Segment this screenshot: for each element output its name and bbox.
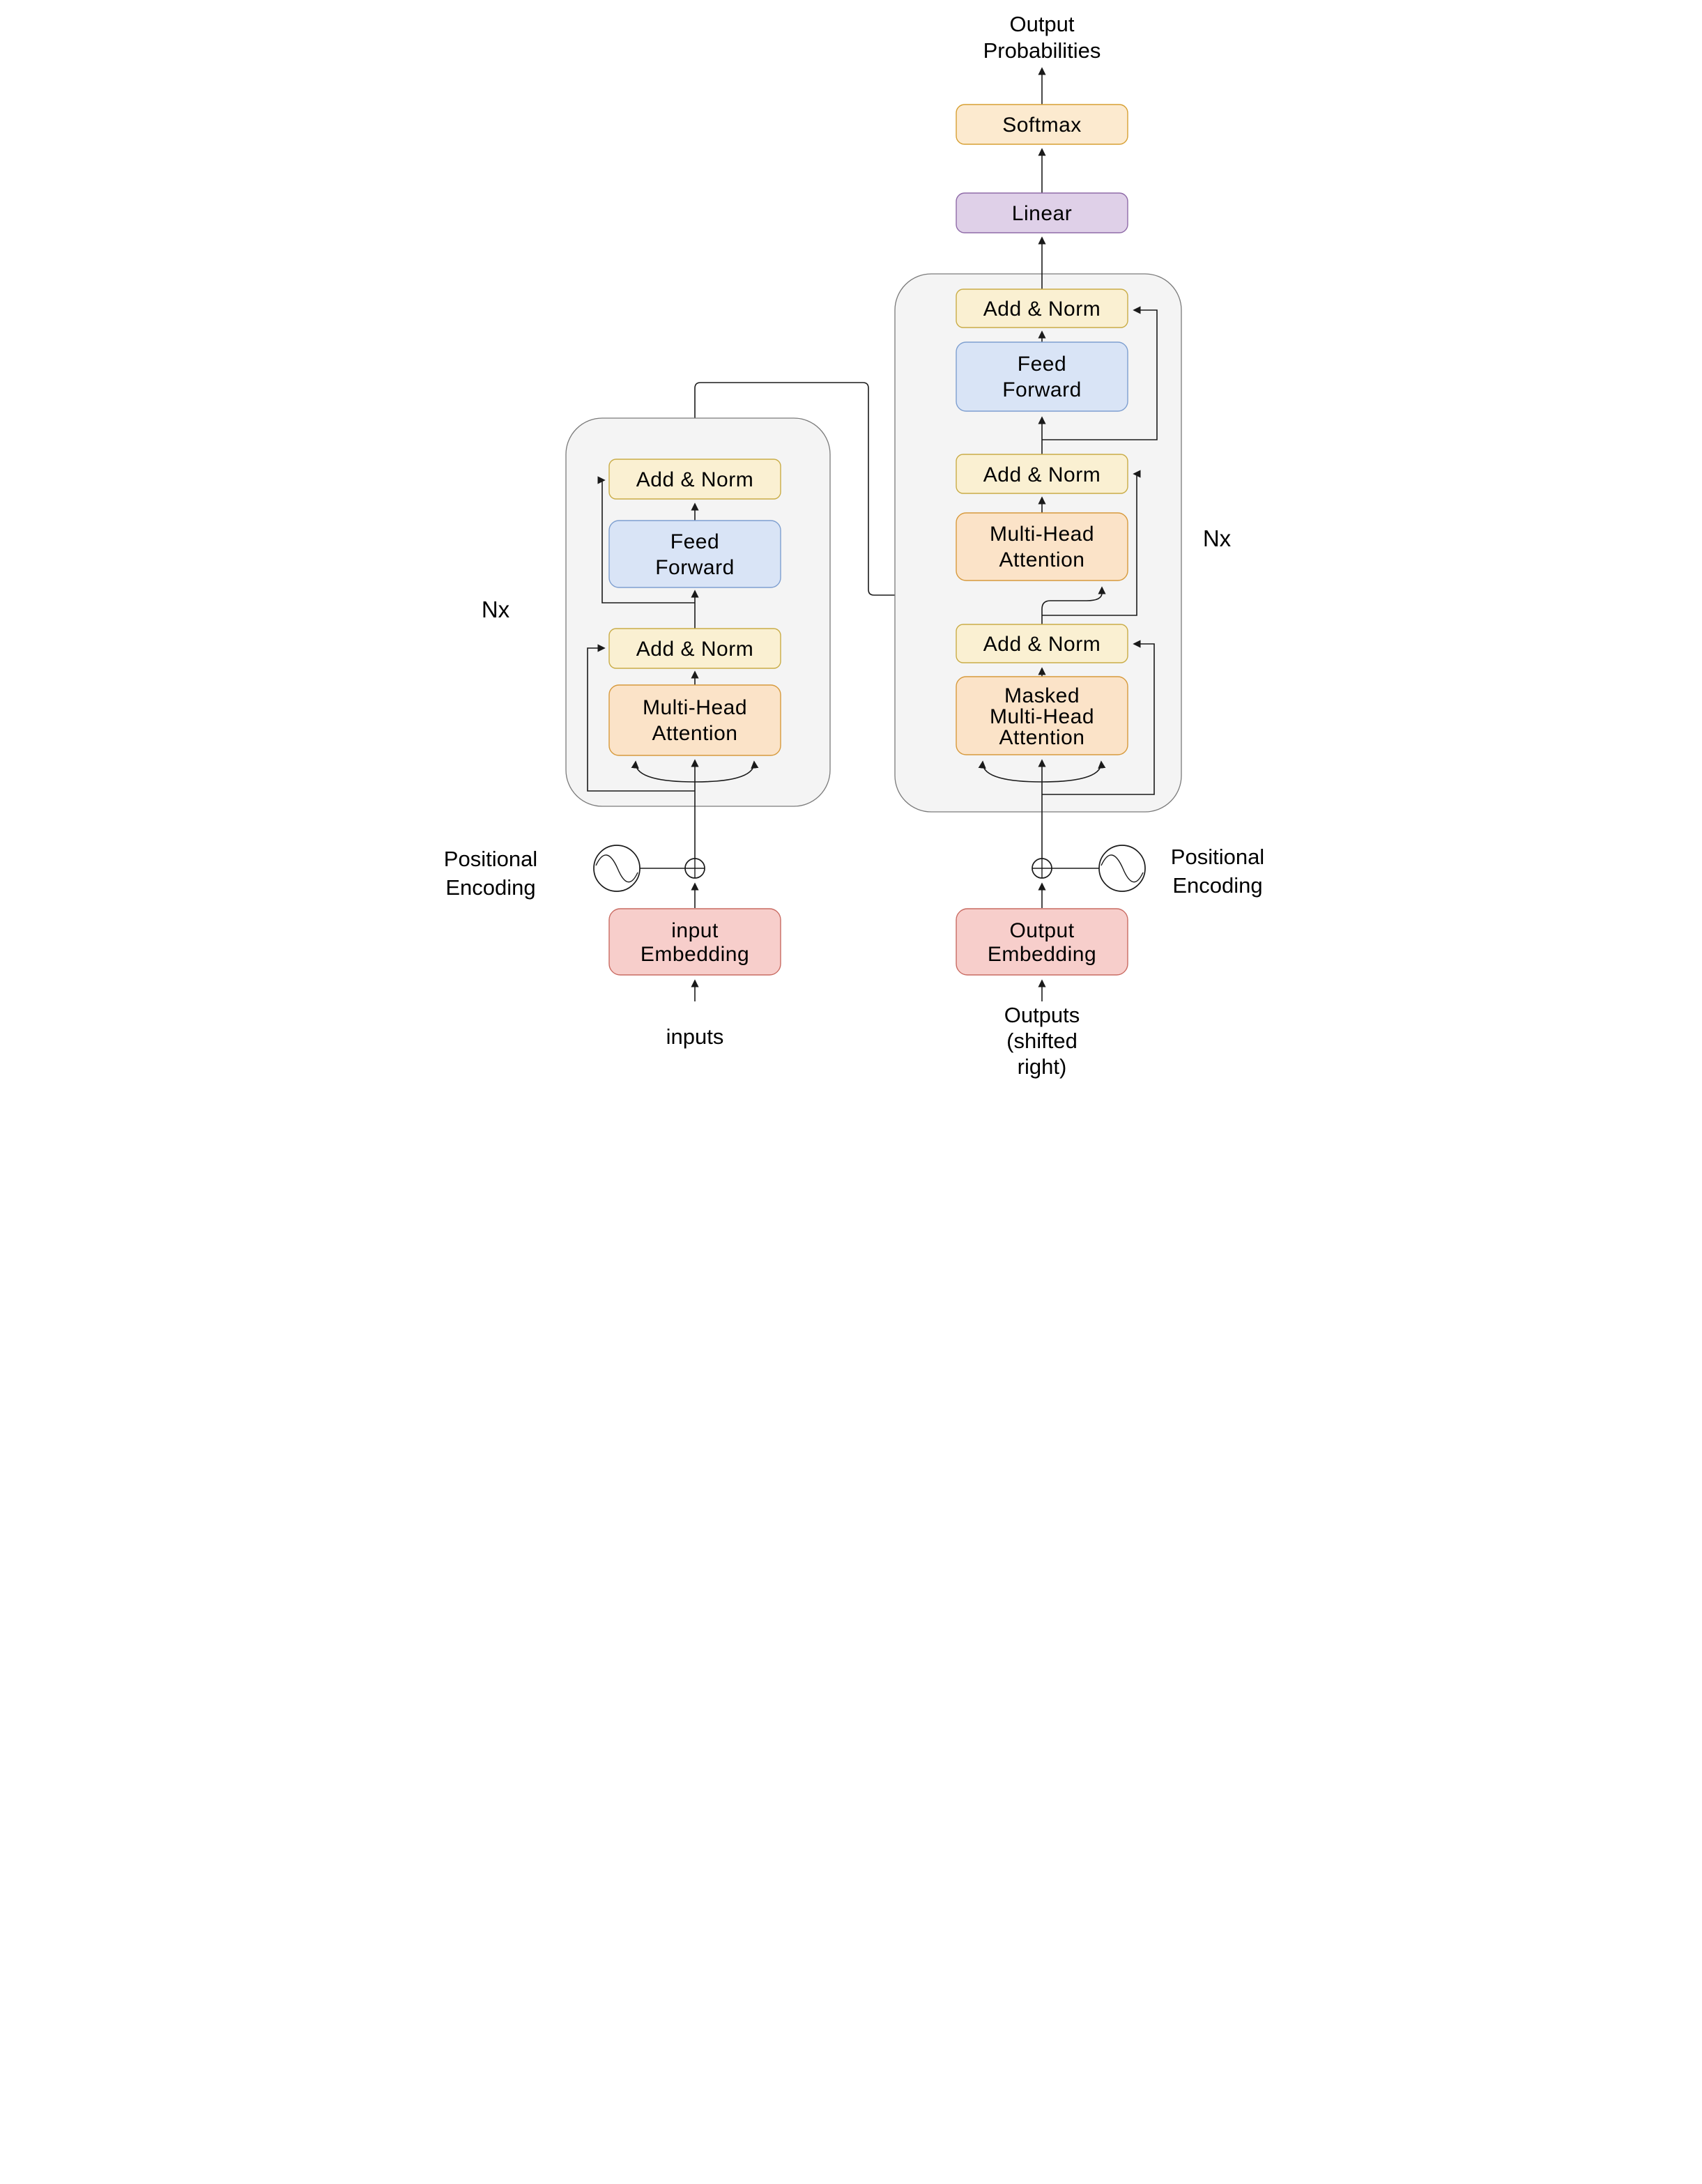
output-embedding-label-line2: Embedding: [987, 943, 1096, 966]
decoder-cross-attention-residual-line: [1041, 470, 1141, 616]
encoder-plus-icon: [684, 858, 705, 879]
transformer-diagram-page: Add & Norm Feed Forward Add & Norm Multi…: [425, 0, 1277, 1092]
outputs-label-line3: right): [1017, 1054, 1066, 1079]
decoder-feed-forward-box: Feed Forward: [955, 341, 1128, 412]
encoder-feed-forward-residual-line: [597, 476, 695, 603]
decoder-add-norm-3-label: Add & Norm: [983, 298, 1100, 321]
decoder-multi-head-attention-box: Multi-Head Attention: [955, 512, 1128, 581]
encoder: Add & Norm Feed Forward Add & Norm Multi…: [443, 382, 1046, 1049]
inputs-label: inputs: [666, 1024, 723, 1049]
sine-wave-icon: [1100, 854, 1144, 883]
positional-encoding-label-right-line1: Positional: [1170, 845, 1264, 869]
nx-label-encoder: Nx: [481, 597, 509, 622]
positional-encoding-label-left-line1: Positional: [443, 847, 537, 871]
decoder-mha-label-line1: Multi-Head: [989, 523, 1094, 546]
input-embedding-box: input Embedding: [608, 908, 781, 976]
masked-mha-label-line2: Multi-Head: [989, 705, 1094, 728]
output-probabilities-label-line2: Probabilities: [983, 38, 1101, 63]
decoder-add-norm-3-box: Add & Norm: [955, 289, 1128, 328]
output-probabilities-label-line1: Output: [1009, 12, 1074, 36]
encoder-feed-forward-label-line1: Feed: [670, 530, 719, 553]
masked-mha-label-line1: Masked: [1004, 684, 1079, 707]
linear-box: Linear: [955, 192, 1128, 233]
decoder-add-norm-1-label: Add & Norm: [983, 633, 1100, 656]
decoder-add-norm-2-box: Add & Norm: [955, 454, 1128, 494]
decoder-query-curve-line: [1041, 586, 1106, 624]
encoder-feed-forward-label-line2: Forward: [655, 556, 735, 579]
encoder-self-attention-arc: [631, 760, 758, 783]
encoder-mha-label-line2: Attention: [652, 722, 737, 745]
nx-label-decoder: Nx: [1202, 525, 1231, 551]
encoder-mha-label-line1: Multi-Head: [642, 696, 746, 719]
transformer-architecture-diagram: Add & Norm Feed Forward Add & Norm Multi…: [443, 12, 1264, 1079]
linear-label: Linear: [1011, 202, 1071, 225]
decoder: Softmax Linear Add & Norm Feed Forward A…: [894, 12, 1264, 1079]
masked-mha-label-line3: Attention: [999, 726, 1084, 749]
output-embedding-label-line1: Output: [1009, 919, 1074, 942]
encoder-multi-head-attention-box: Multi-Head Attention: [608, 684, 781, 756]
decoder-positional-encoding-icon: [1098, 845, 1146, 892]
encoder-positional-encoding-icon: [592, 845, 641, 892]
decoder-add-norm-2-label: Add & Norm: [983, 463, 1100, 486]
sine-wave-icon: [595, 854, 638, 883]
encoder-add-norm-2-box: Add & Norm: [608, 459, 781, 500]
softmax-box: Softmax: [955, 104, 1128, 145]
decoder-mha-label-line2: Attention: [999, 548, 1084, 571]
decoder-feed-forward-label-line1: Feed: [1017, 353, 1066, 376]
decoder-add-norm-1-box: Add & Norm: [955, 624, 1128, 663]
positional-encoding-label-left-line2: Encoding: [445, 875, 535, 900]
input-embedding-label-line1: input: [671, 919, 719, 942]
decoder-masked-attention-residual-line: [1041, 640, 1155, 795]
encoder-feed-forward-box: Feed Forward: [608, 520, 781, 588]
input-embedding-label-line2: Embedding: [640, 943, 749, 966]
positional-encoding-label-right-line2: Encoding: [1172, 873, 1262, 898]
outputs-label-line2: (shifted: [1006, 1029, 1078, 1053]
softmax-label: Softmax: [1002, 114, 1082, 137]
encoder-attention-residual-line: [586, 644, 695, 792]
masked-multi-head-attention-box: Masked Multi-Head Attention: [955, 676, 1128, 755]
decoder-feed-forward-residual-line: [1041, 306, 1158, 440]
decoder-feed-forward-label-line2: Forward: [1002, 378, 1082, 401]
output-embedding-box: Output Embedding: [955, 908, 1128, 976]
encoder-add-norm-2-label: Add & Norm: [636, 468, 753, 491]
encoder-add-norm-1-label: Add & Norm: [636, 638, 753, 661]
encoder-add-norm-1-box: Add & Norm: [608, 628, 781, 669]
outputs-label-line1: Outputs: [1004, 1003, 1080, 1027]
decoder-self-attention-arc: [978, 760, 1105, 783]
decoder-plus-icon: [1031, 858, 1052, 879]
